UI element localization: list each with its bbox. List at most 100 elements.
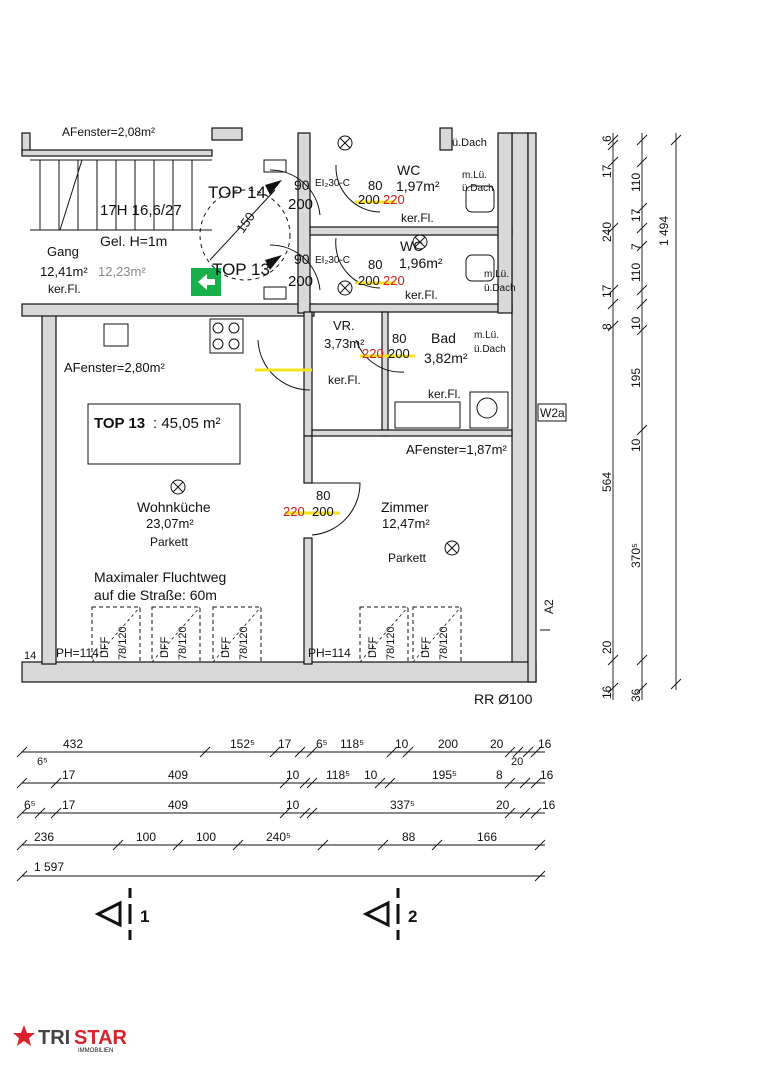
hdim-row4-1: 100 (136, 830, 156, 844)
vdim-16: 16 (600, 685, 614, 699)
light-icon (412, 234, 428, 250)
stair-gel: Gel. H=1m (100, 233, 167, 249)
ceiling-light-icons (170, 135, 460, 556)
wk-floor: Parkett (150, 535, 189, 549)
section-1-label: 1 (140, 907, 149, 926)
wc1-door-h: 200 (358, 192, 380, 207)
top13-label: TOP 13 (212, 260, 270, 279)
bad-vent2: ü.Dach (474, 344, 506, 355)
light-icon (170, 479, 186, 495)
zimmer-name: Zimmer (381, 499, 429, 515)
hdim-row1-5: 10 (395, 737, 409, 751)
wc1-vent2: ü.Dach (462, 183, 494, 194)
hdim-row2-3: 118⁵ (326, 768, 350, 782)
wk-door-h: 200 (312, 504, 334, 519)
hdim-total: 1 597 (34, 860, 64, 874)
bad-floor: ker.Fl. (428, 387, 461, 401)
wc1-door-w: 80 (368, 178, 382, 193)
gang-area2: 12,23m² (98, 264, 146, 279)
top14-label: TOP 14 (208, 183, 266, 202)
wc2-name: WC (400, 238, 423, 254)
wc1-top: ü.Dach (452, 137, 487, 149)
wdim-195: 195 (629, 368, 643, 388)
brand-name-2: STAR (74, 1027, 128, 1049)
bad-vent1: m.Lü. (474, 330, 499, 341)
light-icon (444, 540, 460, 556)
vdim-6: 6 (600, 135, 614, 142)
wk-num14: 14 (24, 650, 36, 662)
vdim-564: 564 (600, 472, 614, 492)
top14-door-h: 200 (288, 196, 313, 213)
hdim-row2-7: 16 (540, 768, 554, 782)
window-size: 78/120 (177, 626, 189, 660)
stair-label: 17H 16,6/27 (100, 202, 182, 219)
roof-window: DFF 78/120 (359, 606, 409, 663)
hdim-row1-sub-0: 6⁵ (37, 756, 48, 768)
door-marks (255, 200, 415, 515)
top14-door-w: 90 (294, 177, 310, 193)
gang-floor: ker.Fl. (48, 282, 81, 296)
window-size: 78/120 (385, 626, 397, 660)
roof-window: DFF 78/120 (91, 606, 141, 663)
brand-sub: IMMOBILIEN (78, 1048, 113, 1054)
hdim-row1-sub-1: 20 (511, 756, 523, 768)
hdim-row4-0: 236 (34, 830, 54, 844)
section-2-label: 2 (408, 907, 417, 926)
wk-flucht2: auf die Straße: 60m (94, 587, 217, 603)
wk-ph: PH=114 (56, 646, 99, 660)
hdim-row2-6: 8 (496, 768, 503, 782)
window-type: DFF (99, 636, 111, 658)
light-icon (337, 135, 353, 151)
wdim-110b: 110 (629, 263, 643, 282)
gang-name: Gang (47, 244, 79, 259)
vdim-8: 8 (600, 323, 614, 330)
hdim-row3-0: 6⁵ (24, 798, 36, 812)
hdim-row2-1: 409 (168, 768, 188, 782)
hdim-row2-0: 17 (62, 768, 76, 782)
window-type: DFF (367, 636, 379, 658)
wc2-door-h-red: 220 (383, 273, 405, 288)
wdim-17: 17 (629, 208, 643, 222)
bad-area: 3,82m² (424, 350, 468, 366)
vr-floor: ker.Fl. (328, 373, 361, 387)
wk-door-h-red: 220 (283, 504, 305, 519)
vr-area: 3,73m² (324, 336, 365, 351)
wk-area: 23,07m² (146, 516, 194, 531)
hdim-row3-3: 10 (286, 798, 300, 812)
wdim-370: 370⁵ (629, 543, 643, 568)
vdim-17b: 17 (600, 284, 614, 298)
top-cut-text: AFenster=2,08m² (62, 125, 155, 139)
window-type: DFF (220, 636, 232, 658)
wk-name: Wohnküche (137, 499, 211, 515)
wdim-110a: 110 (629, 173, 643, 192)
hdim-row1-7: 20 (490, 737, 504, 751)
top13-door-w: 90 (294, 251, 310, 267)
window-size: 78/120 (117, 626, 129, 660)
zimmer-ph: PH=114 (308, 646, 351, 660)
section-marker-2: 2 (362, 888, 417, 940)
top13-box-label: TOP 13 (94, 415, 145, 432)
window-type: DFF (159, 636, 171, 658)
wdim-10a: 10 (629, 316, 643, 330)
hdim-row2-4: 10 (364, 768, 378, 782)
section-marker-1: 1 (94, 888, 149, 940)
hdim-row2-5: 195⁵ (432, 768, 457, 782)
fixtures (103, 159, 509, 429)
hdim-row2-2: 10 (286, 768, 300, 782)
hdim-row1-4: 118⁵ (340, 737, 364, 751)
top13-el: EI₂30-C (315, 255, 350, 266)
hdim-row3-5: 20 (496, 798, 510, 812)
wk-flucht1: Maximaler Fluchtweg (94, 569, 226, 585)
vdim-total: 1 494 (657, 216, 671, 246)
hdim-row1-1: 152⁵ (230, 737, 255, 751)
exit-sign-icon (191, 268, 221, 296)
wc1-floor: ker.Fl. (401, 211, 434, 225)
tristar-logo: TRI STAR IMMOBILIEN (13, 1025, 128, 1054)
wc1-vent1: m.Lü. (462, 170, 487, 181)
hdim-row1-3: 6⁵ (316, 737, 328, 751)
